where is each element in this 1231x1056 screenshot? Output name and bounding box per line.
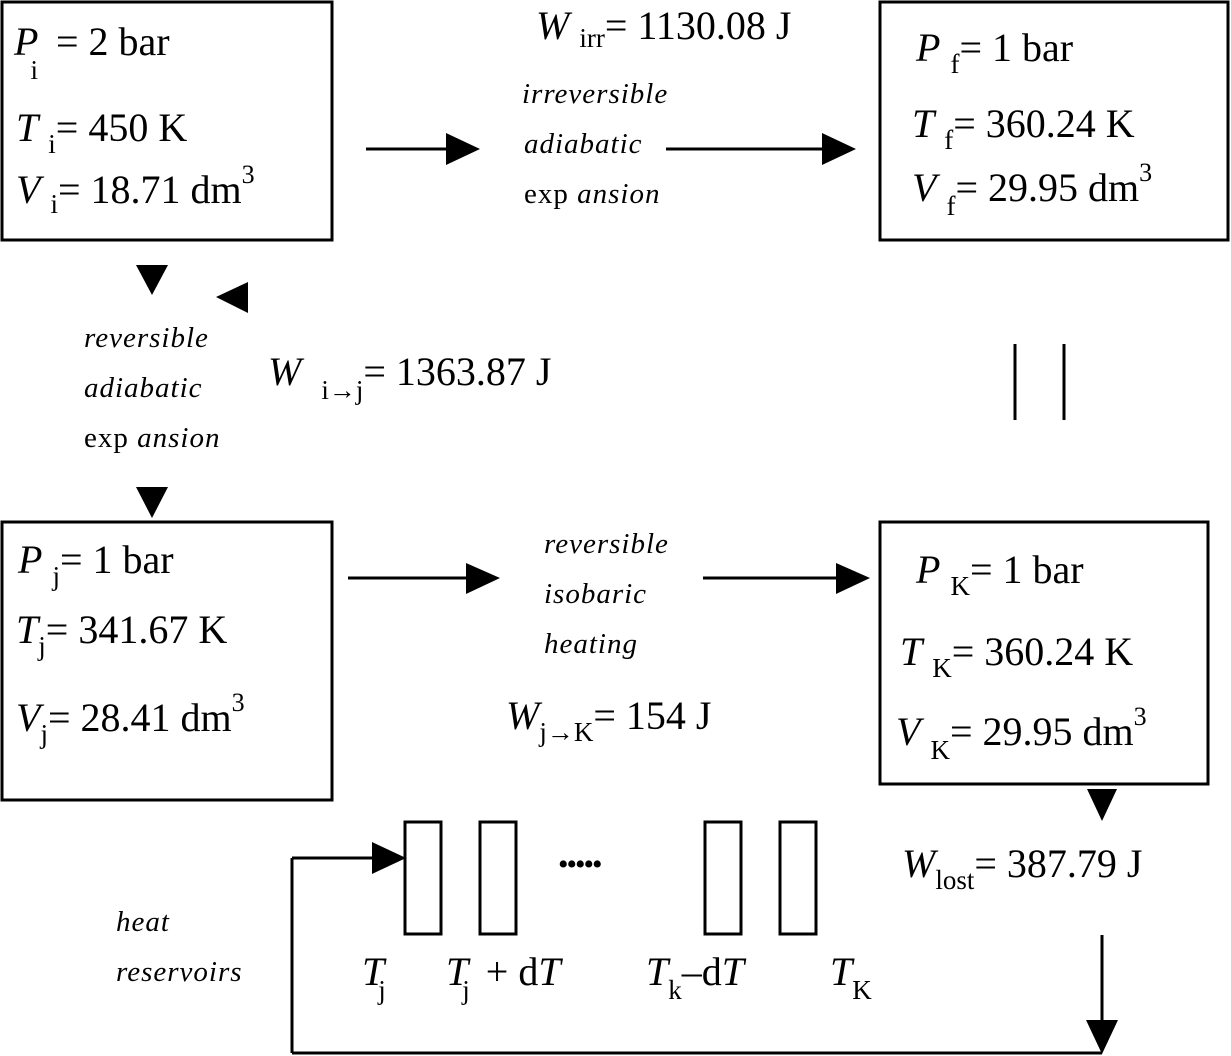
- state-i-pressure: Pi = 2 bar: [14, 19, 170, 85]
- work-i-to-j: W i→j= 1363.87 J: [268, 349, 552, 405]
- state-f-box: [878, 0, 1230, 242]
- adiabatic-label-left: adiabatic: [84, 372, 203, 404]
- arrow-i-to-irr: [366, 133, 480, 165]
- state-j-pressure: P j= 1 bar: [18, 537, 174, 591]
- arrow-iso-to-k: [703, 563, 870, 594]
- reservoir-1-label: Tj: [362, 949, 386, 1005]
- arrow-down-k: [1087, 789, 1117, 821]
- reservoir-3: [703, 820, 743, 936]
- state-k-volume: V K= 29.95 dm3: [896, 702, 1147, 765]
- state-j-box: [0, 520, 334, 802]
- reservoir-ellipsis: •••••: [558, 848, 602, 881]
- reservoirs-label: reservoirs: [116, 956, 243, 988]
- state-f-volume: V f= 29.95 dm3: [912, 158, 1153, 221]
- state-i-box: [0, 0, 334, 242]
- reservoir-4-label: TK: [830, 949, 872, 1005]
- reservoir-3-label: Tk–dT: [646, 949, 744, 1005]
- state-k-pressure: P K= 1 bar: [916, 547, 1084, 601]
- state-j-volume: Vj= 28.41 dm3: [16, 688, 245, 749]
- arrow-down-i-1: [136, 265, 168, 295]
- heating-label: heating: [544, 628, 638, 660]
- reservoir-4: [778, 820, 818, 936]
- irreversible-label: irreversible: [522, 78, 669, 110]
- reversible-label-left: reversible: [84, 322, 209, 354]
- isobaric-label: isobaric: [544, 578, 648, 610]
- expansion-label-left: exp ansion: [84, 422, 221, 454]
- arrow-left-small: [216, 282, 248, 313]
- state-f-pressure: P f= 1 bar: [916, 25, 1074, 79]
- work-irreversible: W irr= 1130.08 J: [536, 3, 792, 53]
- state-f-temperature: T f= 360.24 K: [912, 101, 1135, 155]
- work-j-to-k: Wj→K= 154 J: [506, 693, 712, 747]
- reservoir-2-label: Tj + dT: [446, 949, 561, 1005]
- expansion-label-top: exp ansion: [524, 178, 661, 210]
- state-i-volume: V i= 18.71 dm3: [16, 160, 255, 219]
- arrow-j-to-iso: [348, 563, 500, 594]
- reservoir-1: [403, 820, 443, 936]
- state-i-temperature: T i= 450 K: [16, 105, 188, 159]
- heat-label: heat: [116, 906, 170, 938]
- state-k-temperature: T K= 360.24 K: [900, 629, 1134, 683]
- reservoir-2: [478, 820, 518, 936]
- work-lost: Wlost= 387.79 J: [902, 841, 1143, 895]
- state-k-box: [878, 520, 1210, 786]
- state-j-temperature: Tj= 341.67 K: [16, 607, 228, 661]
- arrow-down-i-2: [136, 487, 168, 518]
- adiabatic-label-top: adiabatic: [524, 128, 643, 160]
- arrow-irr-to-f: [666, 133, 856, 165]
- return-loop-arrow: [290, 842, 1118, 1055]
- reversible-label-mid: reversible: [544, 528, 669, 560]
